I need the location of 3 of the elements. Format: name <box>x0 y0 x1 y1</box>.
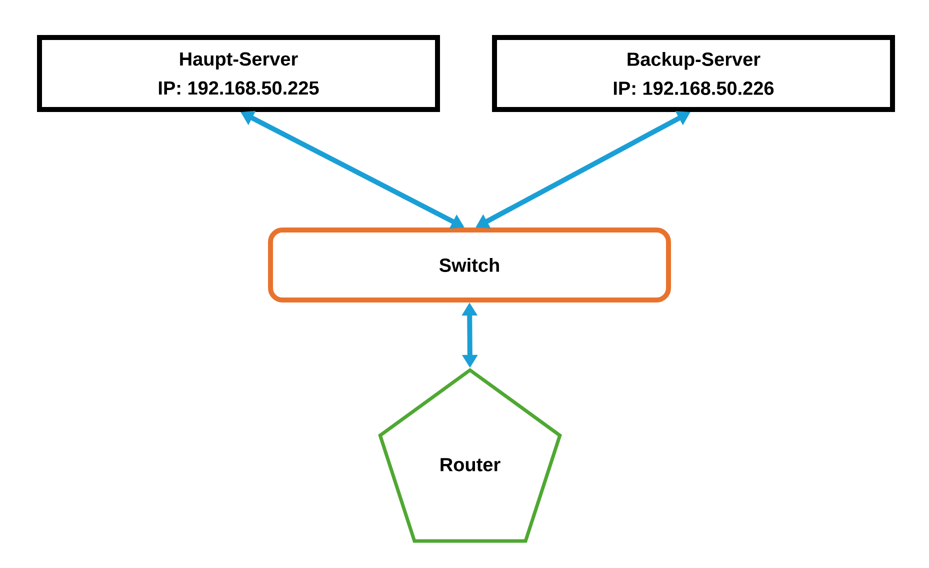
server-box: Haupt-Server IP: 192.168.50.225 <box>37 35 440 112</box>
switch-box: Switch <box>268 228 671 302</box>
server-box: Backup-Server IP: 192.168.50.226 <box>492 35 895 112</box>
